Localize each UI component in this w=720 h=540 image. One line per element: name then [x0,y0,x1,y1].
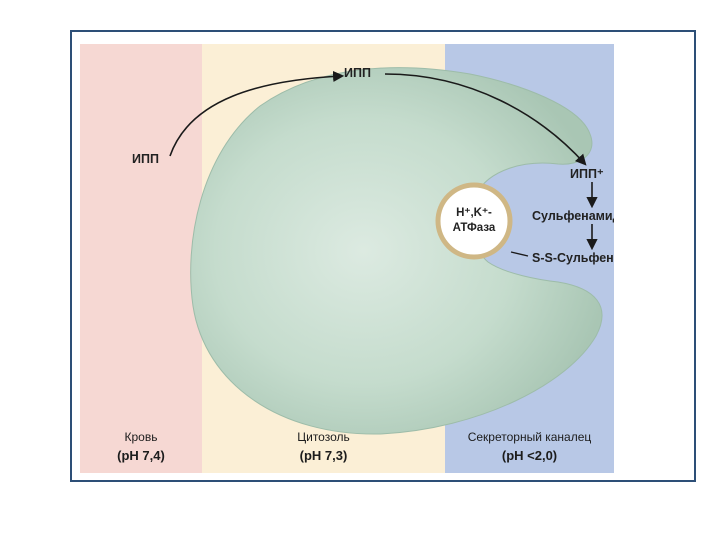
atpase-label-line2: АТФаза [452,222,496,234]
diagram-svg [169,67,603,435]
label-ipp-plus: ИПП⁺ [570,167,604,181]
parietal-cell-shape [190,67,603,435]
blood-zone-ph: (pH 7,4) [117,448,165,463]
cytosol-zone-ph: (pH 7,3) [299,448,348,463]
cytosol-zone-label: Цитозоль (pH 7,3) [202,430,445,463]
label-ipp-cytosol: ИПП [344,66,371,80]
diagram-panel: ИПП ИПП ИПП⁺ Сульфенамид⁺ S-S-Сульфенами… [80,44,614,473]
label-ss-sulfenamide: S-S-Сульфенамид⁺ [532,251,614,265]
arrow-ipp-enter [169,70,345,157]
canal-zone-ph: (pH <2,0) [501,448,558,463]
cytosol-zone-name: Цитозоль [297,430,350,444]
canal-zone-name: Секреторный каналец [467,430,592,444]
blood-zone [80,44,202,473]
atpase-label: H⁺,K⁺- АТФаза [437,184,511,258]
atpase-label-line1: H⁺,K⁺- [456,207,492,219]
atpase-ring [435,182,513,260]
arrow-ipp-secrete [384,73,587,166]
label-sulfenamide: Сульфенамид⁺ [532,209,614,223]
blood-zone-name: Кровь [124,430,158,444]
canal-zone-label: Секреторный каналец (pH <2,0) [445,430,614,463]
bond-connector [510,251,529,257]
blood-zone-label: Кровь (pH 7,4) [80,430,202,463]
label-ipp-blood: ИПП [132,152,159,166]
